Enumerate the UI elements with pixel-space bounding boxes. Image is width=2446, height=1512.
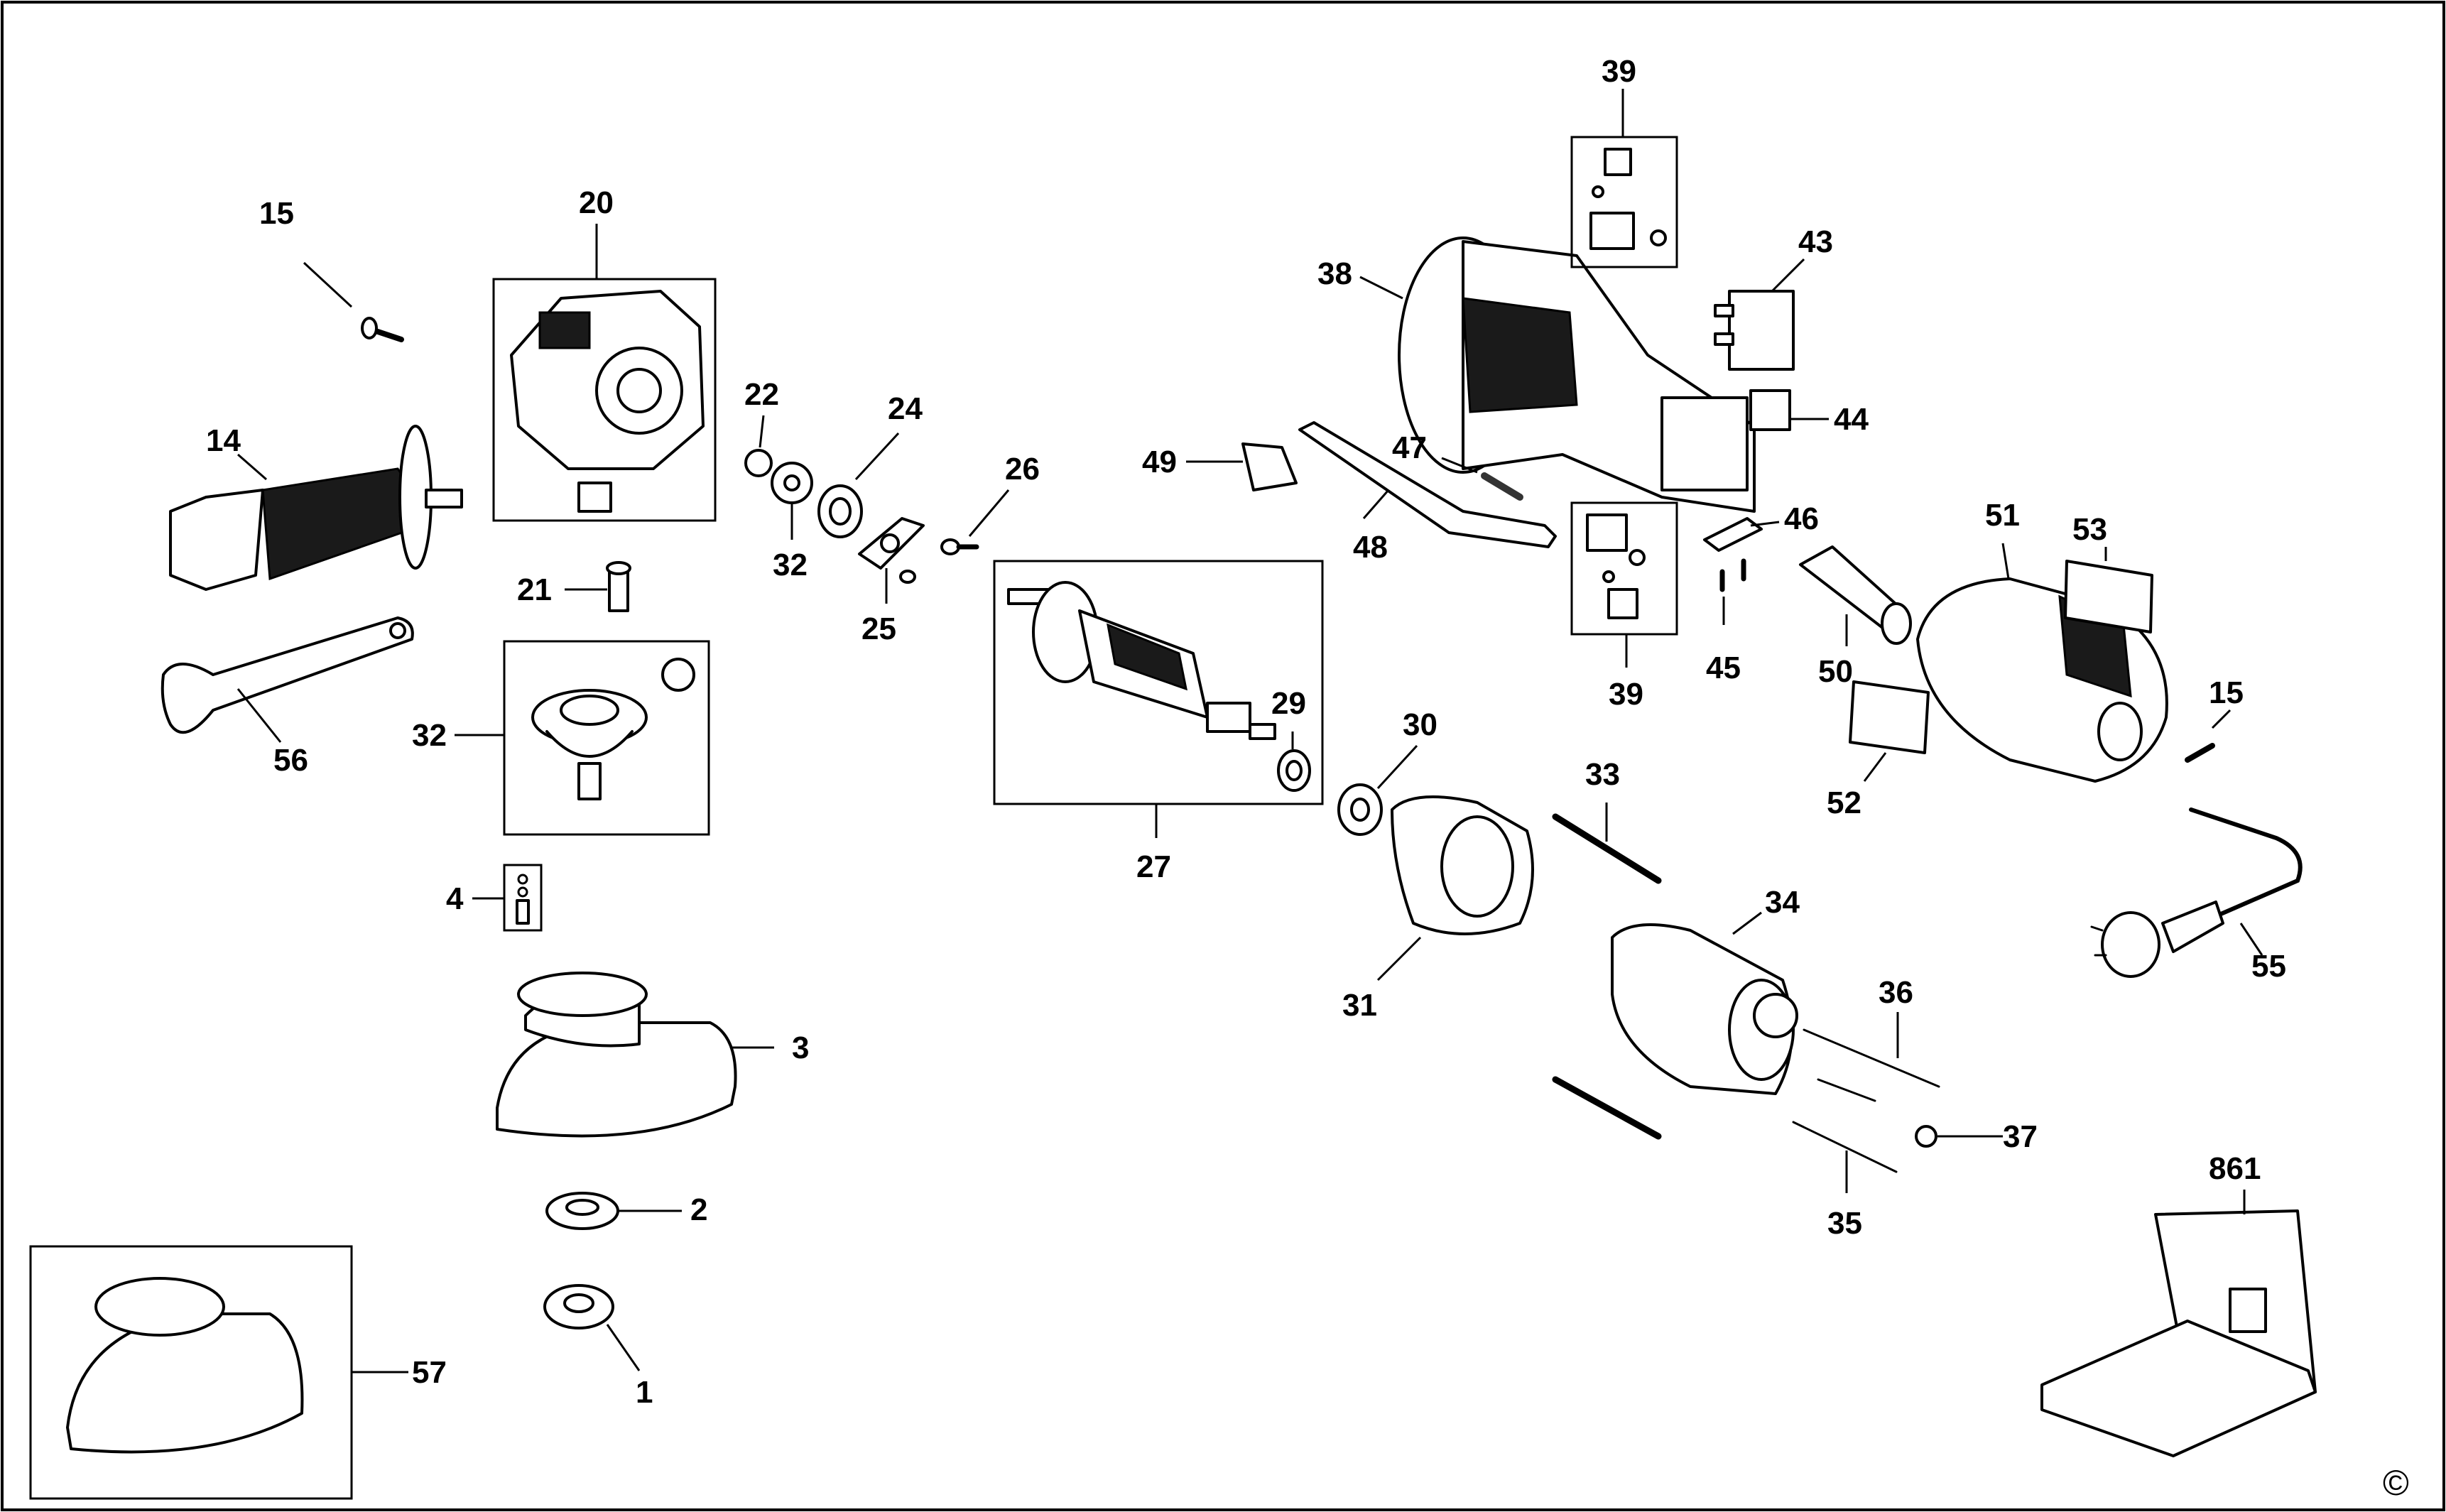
part-30-bearing (1337, 783, 1383, 836)
part-label-53: 53 (2072, 512, 2107, 547)
part-39-switch-lower (1586, 513, 1646, 619)
part-label-39-top: 39 (1602, 54, 1636, 89)
part-49-switch-button (1241, 442, 1298, 491)
part-24-bearing (817, 484, 863, 538)
part-label-52: 52 (1827, 785, 1861, 820)
part-label-56: 56 (273, 743, 308, 778)
part-44-suppressor (1749, 389, 1791, 431)
part-label-45: 45 (1706, 651, 1741, 685)
part-label-38: 38 (1317, 256, 1352, 291)
part-25-plate (858, 517, 925, 570)
part-label-48: 48 (1353, 530, 1388, 565)
part-label-30: 30 (1403, 707, 1437, 742)
part-label-29: 29 (1271, 686, 1306, 721)
part-32-spindle-assembly (531, 658, 695, 800)
part-32-box (503, 640, 710, 836)
part-57-alternate-guard (66, 1277, 304, 1454)
part-label-36: 36 (1879, 975, 1913, 1010)
part-33-long-screws (1552, 813, 1662, 1140)
part-label-14: 14 (206, 423, 241, 458)
part-50-cord-guard (1799, 545, 1912, 645)
part-label-15-right: 15 (2209, 675, 2244, 710)
part-35-brush-lead (1792, 1121, 1898, 1173)
part-51-rear-housing (1916, 577, 2168, 783)
part-label-3: 3 (792, 1030, 809, 1065)
part-label-32-lower: 32 (412, 718, 447, 753)
part-55-power-cord (2090, 807, 2303, 978)
part-39-switch-top (1589, 148, 1667, 250)
part-25-screw (899, 570, 916, 584)
part-53-label (2064, 560, 2153, 633)
part-20-box (492, 278, 717, 522)
part-56-spanner-wrench (161, 616, 414, 734)
part-label-26: 26 (1005, 452, 1040, 486)
part-label-50: 50 (1818, 654, 1853, 689)
part-1-outer-nut (543, 1284, 614, 1329)
part-861-carry-case (2040, 1209, 2317, 1457)
part-29-bearing (1277, 749, 1311, 792)
part-label-32-upper: 32 (773, 548, 808, 582)
part-label-1: 1 (636, 1375, 653, 1410)
part-label-35: 35 (1827, 1206, 1862, 1241)
part-37-terminal (1915, 1125, 1937, 1148)
part-39-top-box (1570, 136, 1678, 268)
copyright-mark: © (2383, 1463, 2409, 1503)
part-34-field-stator (1611, 923, 1798, 1095)
part-label-20: 20 (579, 185, 614, 220)
part-22-nut (744, 449, 773, 477)
part-label-15-top: 15 (259, 196, 294, 231)
part-26-screw (940, 538, 979, 555)
part-label-25: 25 (861, 611, 896, 646)
part-46-clip (1703, 517, 1763, 552)
part-label-33: 33 (1585, 757, 1620, 792)
part-31-baffle (1391, 795, 1534, 935)
part-39-lower-box (1570, 501, 1678, 636)
part-label-27: 27 (1136, 849, 1171, 884)
part-label-55: 55 (2251, 949, 2286, 984)
part-38-motor-housing (1398, 236, 1756, 513)
part-4-screw-set (516, 874, 530, 925)
part-label-37: 37 (2003, 1119, 2038, 1154)
part-52-label (1849, 680, 1930, 754)
part-48-switch-lever (1298, 421, 1557, 548)
part-27-armature (1007, 581, 1276, 740)
part-45-screws (1719, 558, 1746, 592)
part-label-47: 47 (1392, 430, 1427, 465)
part-15-screw-top (361, 317, 404, 342)
part-label-44: 44 (1834, 402, 1869, 437)
part-label-21: 21 (517, 572, 552, 607)
part-label-51: 51 (1985, 498, 2020, 533)
part-label-57: 57 (412, 1355, 447, 1390)
part-2-inner-flange (545, 1192, 619, 1230)
part-label-49: 49 (1142, 445, 1177, 479)
part-label-39-lower: 39 (1609, 677, 1643, 712)
part-label-861: 861 (2209, 1151, 2261, 1186)
part-15-screw-right (2185, 743, 2215, 763)
part-27-box (993, 560, 1324, 805)
part-label-31: 31 (1342, 988, 1377, 1023)
part-21-pin (606, 561, 631, 612)
part-label-34: 34 (1765, 885, 1800, 920)
part-14-side-handle (169, 425, 463, 591)
part-label-22: 22 (744, 377, 779, 412)
part-label-2: 2 (690, 1192, 707, 1227)
part-20-gear-housing (510, 290, 705, 513)
part-label-46: 46 (1784, 501, 1819, 536)
part-43-capacitor (1714, 290, 1795, 371)
part-36-brush-lead (1803, 1028, 1940, 1102)
part-32-bevel-gear (771, 462, 813, 504)
part-label-43: 43 (1798, 224, 1833, 259)
part-label-24: 24 (888, 391, 923, 426)
part-3-wheel-guard (496, 972, 737, 1138)
part-47-spring (1481, 472, 1523, 501)
part-label-4: 4 (446, 881, 464, 916)
